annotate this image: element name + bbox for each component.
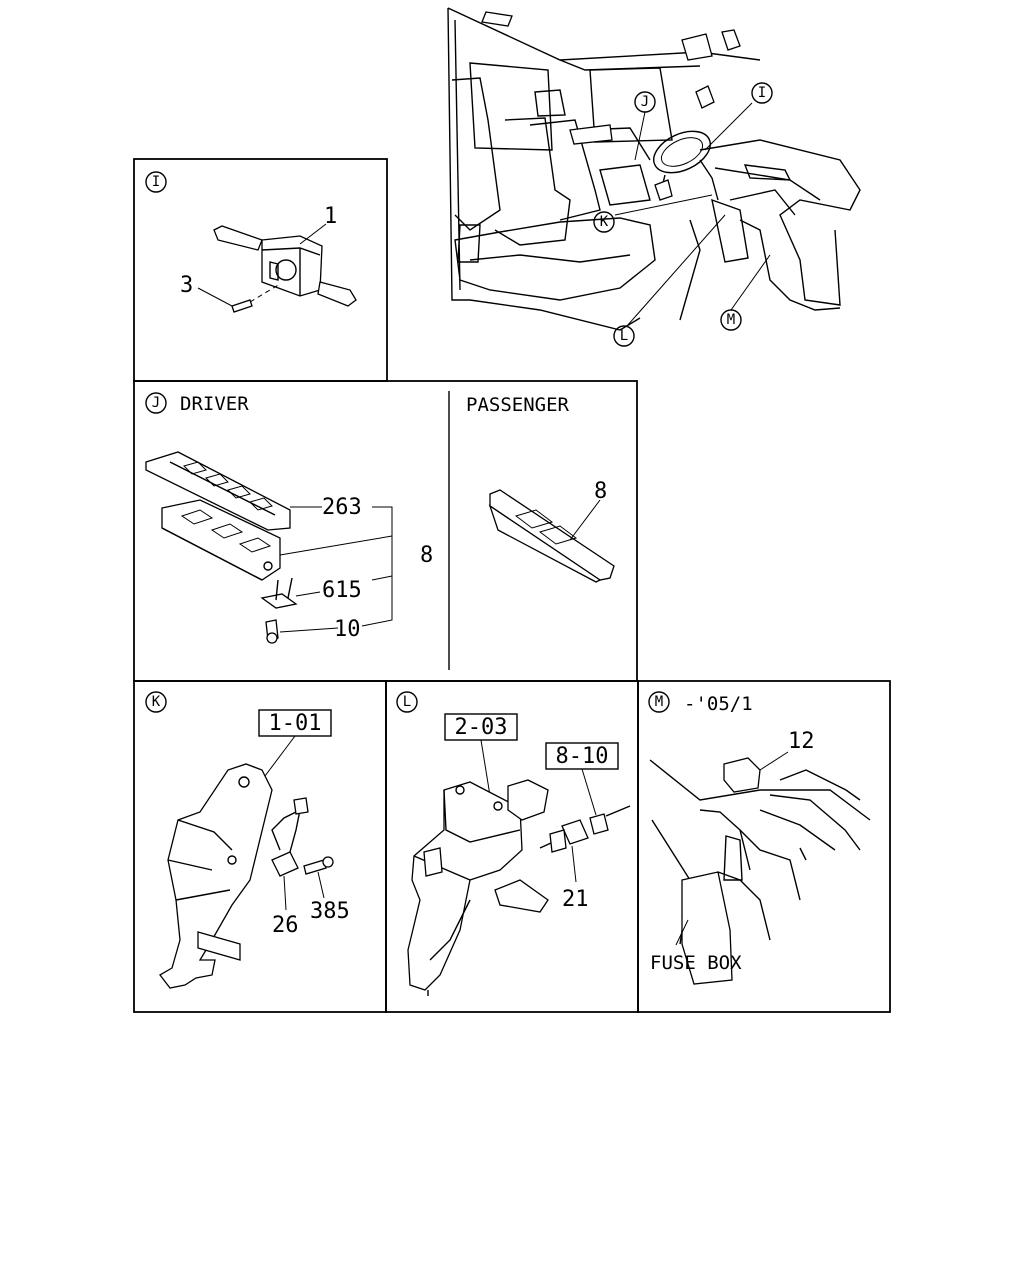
- label-part-10: 10: [334, 617, 361, 642]
- brake-switch-26: [271, 797, 309, 877]
- overview-callout-i: I: [751, 82, 773, 104]
- interior-overview: [447, 7, 861, 331]
- label-part-8-passenger: 8: [594, 479, 607, 504]
- driver-switch-assembly: [161, 499, 281, 581]
- driver-bezel-263: [145, 451, 291, 531]
- ref-1-01: 1-01: [269, 711, 322, 736]
- driver-screw-10: [265, 619, 279, 644]
- svg-text:I: I: [152, 174, 160, 190]
- connector-8-10: [589, 805, 631, 835]
- passenger-switch: [488, 489, 615, 583]
- svg-text:L: L: [620, 328, 628, 344]
- driver-clip-615: [260, 577, 298, 609]
- panel-m-callout: M: [648, 691, 670, 713]
- fuse-box: [649, 759, 871, 985]
- label-fuse-box: FUSE BOX: [650, 952, 742, 974]
- driver-title: DRIVER: [180, 393, 249, 415]
- label-part-21: 21: [562, 887, 589, 912]
- overview-callout-m: M: [720, 309, 742, 331]
- screw-3: [231, 283, 281, 313]
- svg-text:M: M: [727, 312, 735, 328]
- relay-12: [723, 751, 789, 793]
- label-part-3: 3: [180, 273, 193, 298]
- panel-m-frame: [637, 680, 891, 1013]
- label-part-12: 12: [788, 729, 815, 754]
- overview-callout-k: K: [593, 211, 615, 233]
- pedal-assembly: [407, 779, 549, 996]
- svg-text:I: I: [758, 85, 766, 101]
- panel-m-title: -'05/1: [684, 693, 753, 715]
- label-part-263: 263: [322, 495, 362, 520]
- overview-callout-j: J: [634, 91, 656, 113]
- svg-text:K: K: [152, 694, 161, 710]
- label-part-1: 1: [324, 204, 337, 229]
- panel-i-callout: I: [145, 171, 167, 193]
- passenger-title: PASSENGER: [466, 394, 570, 416]
- label-part-26: 26: [272, 913, 299, 938]
- panel-k-callout: K: [145, 691, 167, 713]
- svg-text:L: L: [403, 694, 411, 710]
- combination-switch: [213, 225, 357, 307]
- label-part-385: 385: [310, 899, 350, 924]
- svg-text:J: J: [152, 395, 160, 411]
- svg-text:M: M: [655, 694, 663, 710]
- panel-l-callout: L: [396, 691, 418, 713]
- label-part-615: 615: [322, 578, 362, 603]
- brake-pedal-bracket: [159, 763, 273, 989]
- label-part-8-driver: 8: [420, 543, 433, 568]
- ref-8-10: 8-10: [556, 744, 609, 769]
- svg-text:J: J: [641, 94, 649, 110]
- ref-2-03: 2-03: [455, 715, 508, 740]
- panel-j-callout: J: [145, 392, 167, 414]
- stop-lamp-switch-21: [539, 819, 589, 853]
- bolt-385: [303, 856, 334, 875]
- svg-text:K: K: [600, 214, 609, 230]
- overview-callout-l: L: [613, 325, 635, 347]
- panel-i-frame: [133, 158, 388, 382]
